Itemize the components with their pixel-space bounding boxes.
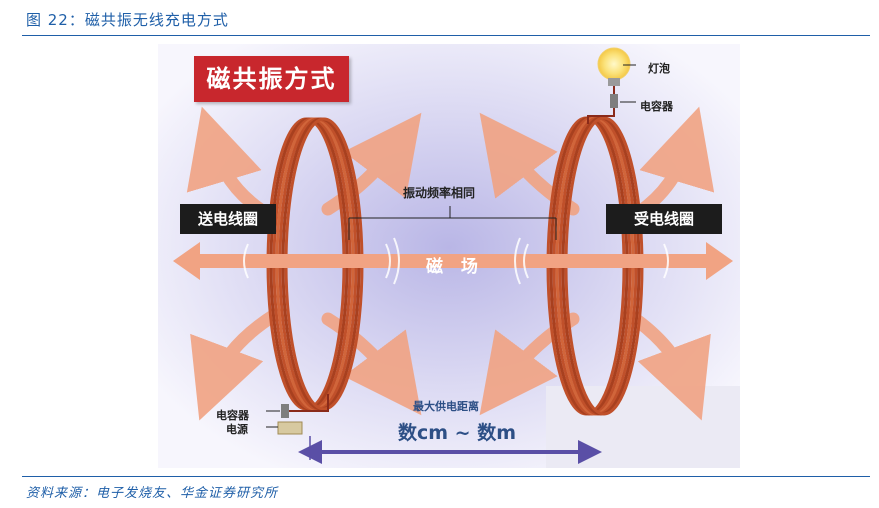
double-arrow-icon [173, 242, 733, 280]
power-source-icon [266, 394, 329, 435]
receive-coil-label: 受电线圈 [606, 204, 722, 234]
magnetic-field-label: 磁 场 [426, 257, 484, 277]
max-distance-label: 最大供电距离 [413, 400, 479, 413]
bulb-label: 灯泡 [648, 62, 670, 75]
transmit-coil-label: 送电线圈 [180, 204, 276, 234]
capacitor-right-label: 电容器 [640, 100, 673, 113]
resonance-diagram: 磁共振方式 送电线圈 受电线圈 振动频率相同 磁 场 灯泡 电容器 电容器 电源… [158, 44, 740, 468]
diagram-title: 磁共振方式 [194, 56, 349, 102]
lightbulb-icon [597, 47, 636, 86]
distance-range-label: 数cm ~ 数m [398, 422, 517, 444]
same-frequency-label: 振动频率相同 [403, 186, 476, 200]
footer-rule [22, 476, 870, 477]
figure-source: 资料来源：电子发烧友、华金证券研究所 [26, 486, 279, 501]
capacitor-left-label: 电容器 [216, 409, 249, 422]
capacitor-icon [587, 86, 636, 124]
power-source-label: 电源 [226, 423, 248, 436]
figure-title: 图 22：磁共振无线充电方式 [26, 11, 229, 29]
header-rule [22, 35, 870, 36]
